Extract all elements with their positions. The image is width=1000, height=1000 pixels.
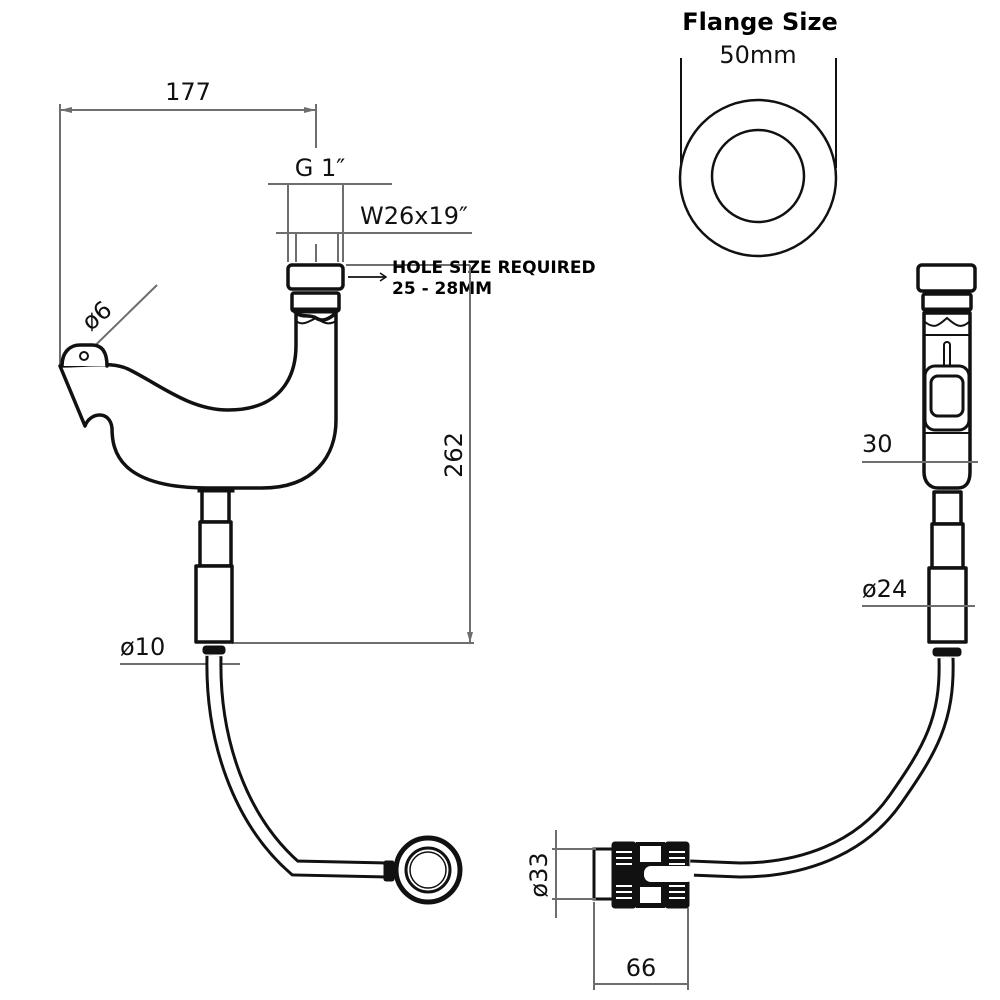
hex-face-top xyxy=(640,846,661,862)
hole-size-note-line2: 25 - 28MM xyxy=(392,279,492,299)
front-stem-middle xyxy=(930,522,965,570)
flange-size-label: 50mm xyxy=(719,41,796,69)
stem-middle xyxy=(198,520,233,568)
stem-upper xyxy=(200,488,231,524)
front-nozzle-slot xyxy=(943,341,951,369)
stem-lower xyxy=(194,564,234,644)
arrow-head xyxy=(60,107,72,113)
front-thread-cap xyxy=(916,263,977,293)
flex-hose-fill xyxy=(208,655,386,876)
dim-label-177: 177 xyxy=(165,78,211,106)
dim-label-thread: G 1″ xyxy=(295,154,345,182)
thread-cap xyxy=(286,263,345,291)
front-wave-band xyxy=(924,316,970,327)
flange-title: Flange Size xyxy=(682,8,837,36)
front-hose-ferrule xyxy=(932,647,962,657)
arrow-head xyxy=(304,107,316,113)
front-flex-hose-outline xyxy=(689,657,955,879)
connector-spigot xyxy=(592,847,616,901)
arrow-head xyxy=(467,632,473,643)
front-view: 30 ø24 xyxy=(689,263,978,879)
leader-arrow-head xyxy=(379,272,388,282)
flange-view: Flange Size 50mm xyxy=(678,8,838,258)
nut-edge xyxy=(293,307,338,314)
push-button xyxy=(929,374,965,418)
flex-hose-outline xyxy=(205,655,386,879)
hex-face-bottom xyxy=(640,887,661,903)
dim-label-33: ø33 xyxy=(525,852,553,897)
dim-label-262: 262 xyxy=(440,432,468,478)
dim-label-30: 30 xyxy=(862,430,893,458)
dim-label-66: 66 xyxy=(626,954,657,982)
flange-inner-circle xyxy=(710,128,806,224)
inlet-connector-bore xyxy=(409,851,447,889)
fountain-body xyxy=(58,311,338,490)
wave-band xyxy=(295,316,337,325)
front-stem-upper xyxy=(932,490,963,526)
hose-end-fitting xyxy=(383,860,395,882)
hose-ferrule xyxy=(202,645,226,655)
dim-label-24: ø24 xyxy=(862,575,907,603)
stem-collar xyxy=(197,486,235,493)
hose-entry xyxy=(644,866,694,882)
connector-view: ø33 66 xyxy=(525,830,694,990)
dim-label-hose: ø10 xyxy=(120,633,165,661)
hole-size-note-line1: HOLE SIZE REQUIRED xyxy=(392,258,596,278)
nozzle-hole xyxy=(79,351,89,361)
front-flex-hose-fill xyxy=(689,657,952,876)
side-view: 177 G 1″ W26x19″ HOLE SIZE REQUIRED 25 -… xyxy=(58,78,596,905)
dim-label-washer: W26x19″ xyxy=(360,202,468,230)
knurl-lines xyxy=(616,851,685,899)
